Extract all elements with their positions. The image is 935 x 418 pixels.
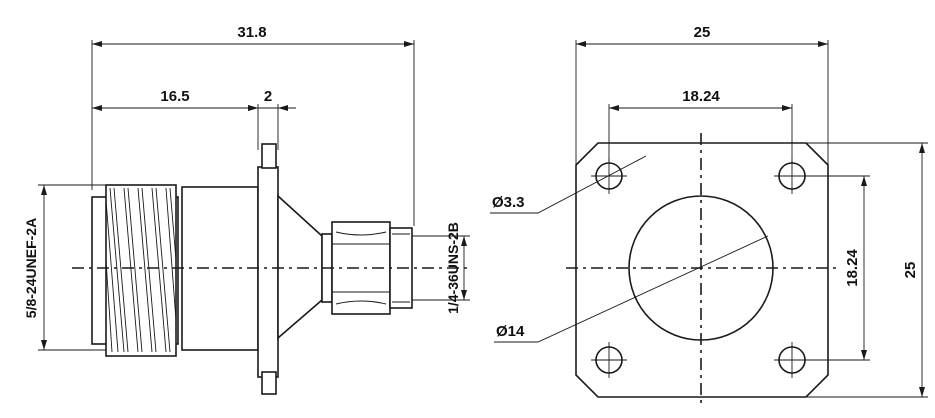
- cone: [277, 194, 323, 340]
- thread-lines: [105, 187, 177, 353]
- flange-side: [257, 143, 279, 395]
- flange-square: [575, 142, 829, 398]
- dim-input-thread: 5/8-24UNEF-2A: [23, 218, 39, 318]
- leader-bore-diameter: [494, 235, 769, 343]
- leader-hole-diameter: [490, 155, 647, 214]
- dim-hole-spacing-v: 18.24: [844, 249, 861, 287]
- dim-flange-width-front: 25: [694, 24, 711, 41]
- dim-bore-diameter: Ø14: [496, 323, 525, 340]
- dim-overall-length: 31.8: [237, 24, 266, 41]
- side-view: 31.8 16.5 2 5/8-24UNEF-2A 1/4-36UNS-2B: [23, 24, 470, 395]
- main-body: [181, 186, 259, 351]
- front-view: 25 18.24 18.24 25 Ø3.3 Ø14: [490, 24, 928, 407]
- dim-flange-height: 25: [902, 262, 919, 279]
- dim-flange-width: 2: [264, 88, 272, 105]
- dim-hole-spacing-h: 18.24: [682, 88, 720, 105]
- threaded-input-body: [91, 184, 179, 357]
- dim-output-thread: 1/4-36UNS-2B: [445, 222, 461, 314]
- dim-hole-diameter: Ø3.3: [492, 194, 525, 211]
- dim-body-length: 16.5: [160, 88, 189, 105]
